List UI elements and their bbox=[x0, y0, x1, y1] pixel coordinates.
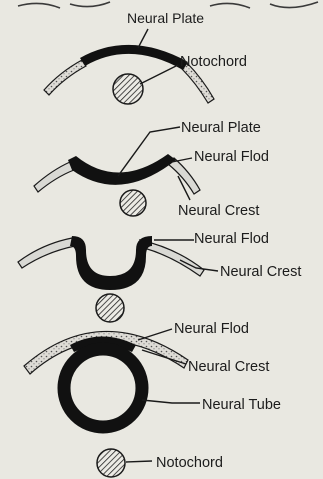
stage4-leader-neural-fold bbox=[138, 329, 172, 340]
stage1-leader-neural-plate bbox=[138, 29, 148, 48]
stage-1-neural-plate: Neural Plate Notochord bbox=[44, 10, 247, 104]
label-neural-crest-2: Neural Crest bbox=[178, 203, 259, 219]
stage2-crest-left bbox=[34, 162, 74, 192]
stage1-leader-notochord bbox=[140, 65, 178, 84]
label-neural-plate-1: Neural Plate bbox=[127, 10, 204, 26]
label-notochord-4: Notochord bbox=[156, 455, 223, 471]
stage4-leader-neural-tube bbox=[142, 400, 200, 403]
stage-2-neural-groove: Neural Plate Neural Flod Neural Crest bbox=[34, 120, 269, 219]
label-neural-fold-2: Neural Flod bbox=[194, 149, 269, 165]
label-neural-crest-3: Neural Crest bbox=[220, 264, 301, 280]
label-neural-tube-4: Neural Tube bbox=[202, 397, 281, 413]
label-neural-fold-3: Neural Flod bbox=[194, 231, 269, 247]
label-neural-plate-2: Neural Plate bbox=[181, 120, 261, 136]
handwriting-scribble bbox=[18, 2, 318, 8]
stage1-ectoderm-left bbox=[44, 60, 86, 95]
stage1-neural-plate-band bbox=[80, 45, 188, 70]
stage4-neural-tube-ring bbox=[64, 349, 142, 427]
stage1-notochord bbox=[113, 74, 143, 104]
label-neural-fold-4: Neural Flod bbox=[174, 321, 249, 337]
stage2-notochord bbox=[120, 190, 146, 216]
stage-4-neural-tube: Neural Flod Neural Crest Neural Tube Not… bbox=[24, 321, 281, 477]
stage-3-neural-folds: Neural Flod Neural Crest bbox=[18, 231, 301, 322]
stage4-notochord bbox=[97, 449, 125, 477]
stage3-notochord bbox=[96, 294, 124, 322]
stage3-crest-left bbox=[18, 238, 75, 268]
stage4-leader-notochord bbox=[126, 461, 152, 462]
label-neural-crest-4: Neural Crest bbox=[188, 359, 269, 375]
label-notochord-1: Notochord bbox=[180, 54, 247, 70]
stage3-neural-fold-band bbox=[70, 236, 152, 290]
